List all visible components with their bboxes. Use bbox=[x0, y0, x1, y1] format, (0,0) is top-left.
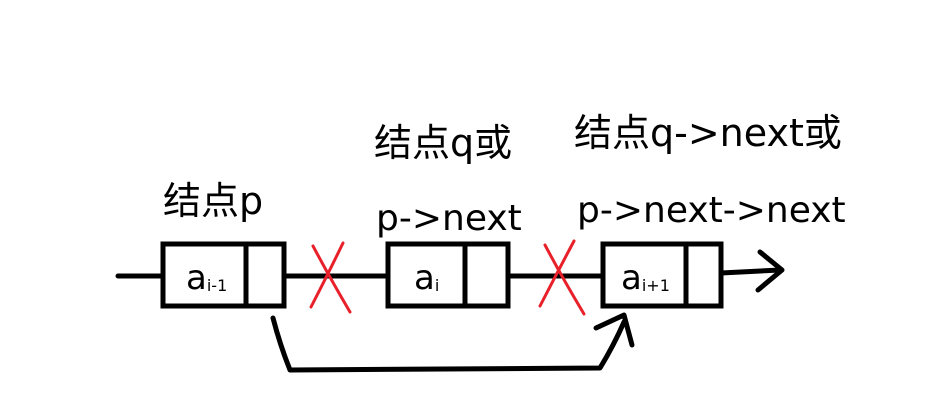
node-a-i-plus-1-data: ai+1 bbox=[621, 258, 670, 298]
node-a-i-sub: i bbox=[435, 276, 439, 295]
cross-mark-1-stroke-b bbox=[309, 241, 345, 309]
label-node-p: 结点p bbox=[163, 179, 263, 223]
node-a-i: ai bbox=[385, 241, 511, 309]
node-a-i-data: ai bbox=[414, 258, 439, 298]
node-a-i-minus-1-main: a bbox=[186, 258, 207, 298]
node-a-i-minus-1-data: ai-1 bbox=[186, 258, 227, 298]
label-node-q-line1: 结点q或 bbox=[374, 121, 512, 165]
cross-mark-1 bbox=[309, 241, 352, 314]
cross-mark-1-stroke-a bbox=[311, 244, 352, 314]
node-a-i-main: a bbox=[414, 258, 435, 298]
label-node-qnext-line1: 结点q->next或 bbox=[574, 111, 842, 155]
label-node-q-line2: p->next bbox=[376, 198, 522, 239]
outgoing-link-line bbox=[718, 267, 783, 276]
node-a-i-plus-1: ai+1 bbox=[600, 241, 724, 309]
node-a-i-plus-1-sub: i+1 bbox=[642, 276, 670, 295]
outgoing-arrowhead-icon bbox=[755, 249, 785, 293]
cross-mark-2 bbox=[538, 239, 586, 316]
cross-mark-2-stroke-b bbox=[538, 239, 576, 308]
bypass-link-path bbox=[270, 315, 627, 373]
node-a-i-minus-1-sub: i-1 bbox=[207, 276, 227, 295]
bypass-arrowhead-icon bbox=[593, 312, 635, 348]
label-node-qnext-line2: p->next->next bbox=[577, 190, 846, 231]
node-a-i-minus-1-box bbox=[160, 241, 287, 309]
node-a-i-plus-1-main: a bbox=[621, 258, 642, 298]
cross-mark-2-stroke-a bbox=[543, 243, 586, 316]
node-a-i-minus-1: ai-1 bbox=[160, 241, 287, 309]
node-a-i-box bbox=[385, 241, 511, 309]
